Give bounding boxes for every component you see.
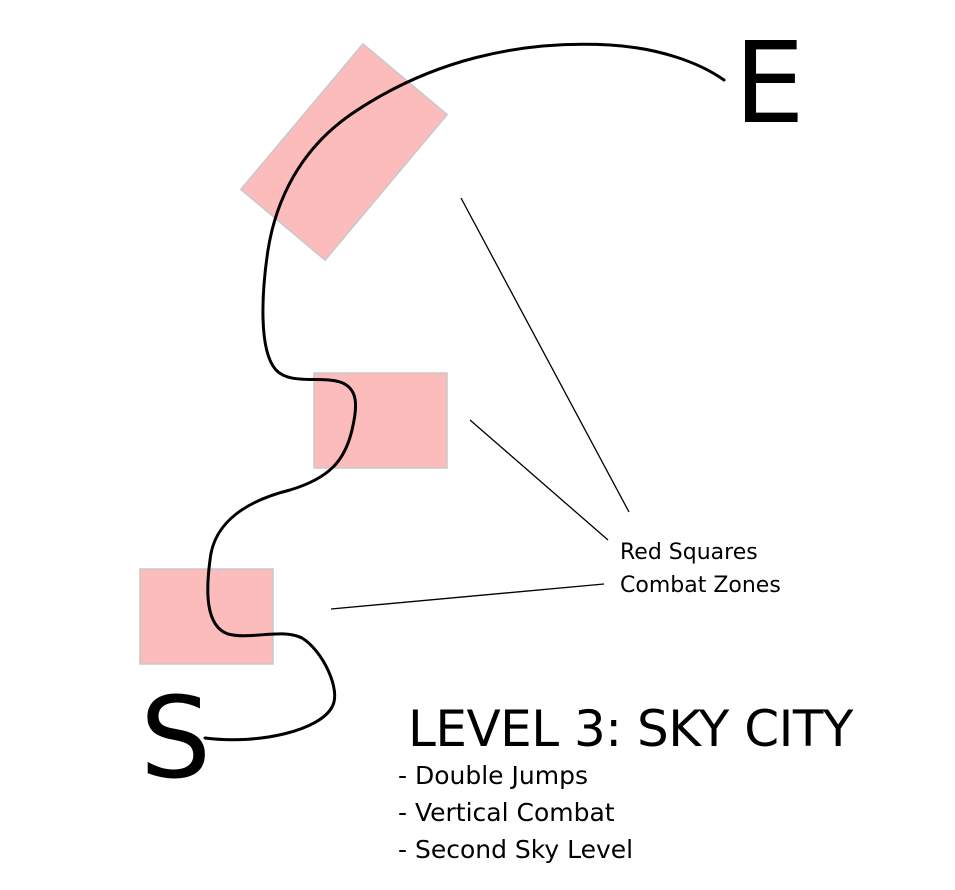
feature-item: - Second Sky Level [398, 835, 634, 864]
level-title: LEVEL 3: SKY CITY [408, 700, 853, 758]
leader-line-top-zone [460, 197, 630, 513]
leader-line-bottom-zone [330, 583, 605, 610]
end-marker: E [734, 19, 805, 149]
combat-zone-top [239, 42, 449, 262]
start-marker: S [140, 674, 212, 804]
player-path [203, 42, 726, 742]
feature-item: - Double Jumps [398, 761, 588, 790]
feature-item: - Vertical Combat [398, 798, 615, 827]
combat-zone-middle [313, 372, 448, 469]
legend: Red Squares Combat Zones [620, 536, 781, 602]
leader-line-middle-zone [469, 419, 609, 541]
feature-list: - Double Jumps - Vertical Combat - Secon… [398, 757, 633, 868]
legend-line-1: Red Squares [620, 540, 758, 565]
legend-line-2: Combat Zones [620, 573, 781, 598]
